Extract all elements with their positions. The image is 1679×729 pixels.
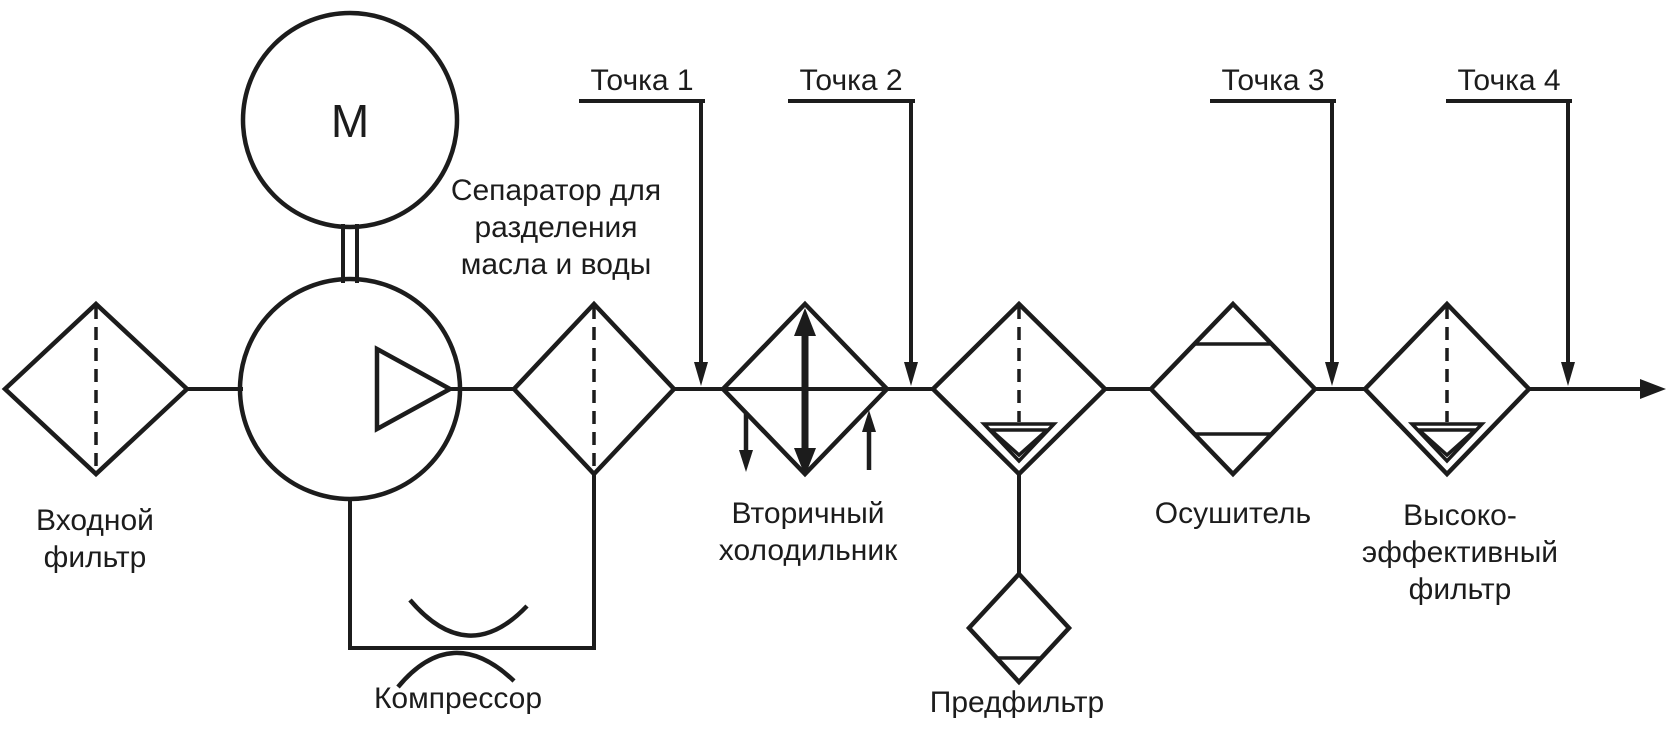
dryer-label: Осушитель <box>1155 497 1311 530</box>
hepa-funnel-outer <box>1407 422 1487 464</box>
prefilter: Предфильтр <box>930 300 1109 719</box>
separator-label: масла и воды <box>461 248 652 281</box>
cooling-flow-arrow-up-icon <box>794 308 816 336</box>
compressor-bypass-line <box>348 472 596 650</box>
main-flow-line <box>185 379 1666 399</box>
water-in-arrow-icon <box>862 410 876 432</box>
hepa-filter-label: Высоко- <box>1403 499 1517 532</box>
prefilter-label: Предфильтр <box>930 686 1104 719</box>
inlet-filter-diamond <box>1 300 191 478</box>
cooling-flow-arrow-down-icon <box>794 448 816 476</box>
hepa-filter-label: фильтр <box>1409 573 1512 606</box>
motor: М <box>240 10 460 283</box>
sampling-point-3: Точка 3 <box>1210 64 1339 386</box>
sampling-point-3-label: Точка 3 <box>1221 64 1324 97</box>
sampling-point-1-arrow-icon <box>694 362 708 386</box>
high-efficiency-filter: Высоко- эффективный фильтр <box>1361 300 1558 606</box>
dryer-diamond <box>1147 300 1319 478</box>
compressor: Компрессор <box>237 276 596 715</box>
compressor-circle <box>237 276 463 502</box>
aftercooler-label: холодильник <box>719 534 898 567</box>
sampling-point-3-arrow-icon <box>1325 362 1339 386</box>
sampling-point-1-label: Точка 1 <box>590 64 693 97</box>
hepa-funnel-inner <box>1414 428 1480 458</box>
inlet-filter-label: Входной <box>36 504 154 537</box>
venturi-upper-arc <box>408 598 529 638</box>
sampling-point-4-arrow-icon <box>1561 362 1575 386</box>
compressor-label: Компрессор <box>374 682 542 715</box>
aftercooler-label: Вторичный <box>731 497 884 530</box>
outlet-arrow-icon <box>1640 379 1666 399</box>
sampling-point-2-label: Точка 2 <box>799 64 902 97</box>
separator-label: разделения <box>474 211 637 244</box>
oil-water-separator: Сепаратор для разделения масла и воды <box>451 174 678 478</box>
compressor-triangle-icon <box>374 345 455 433</box>
hepa-filter-diamond <box>1361 300 1533 478</box>
sampling-point-2: Точка 2 <box>788 64 918 386</box>
separator-label: Сепаратор для <box>451 174 661 207</box>
motor-circle <box>240 10 460 230</box>
sampling-point-4: Точка 4 <box>1446 64 1575 386</box>
inlet-filter-label: фильтр <box>44 541 147 574</box>
dryer: Осушитель <box>1147 300 1319 530</box>
sampling-point-4-label: Точка 4 <box>1457 64 1560 97</box>
sampling-point-2-arrow-icon <box>904 362 918 386</box>
water-out-arrow-icon <box>739 450 753 472</box>
prefilter-funnel-outer <box>979 422 1059 464</box>
inlet-filter: Входной фильтр <box>1 300 191 574</box>
motor-label: М <box>331 95 369 147</box>
sampling-point-1: Точка 1 <box>579 64 708 386</box>
aftercooler: Вторичный холодильник <box>719 300 898 567</box>
hepa-filter-label: эффективный <box>1362 536 1558 569</box>
venturi-lower-arc <box>396 650 516 689</box>
prefilter-funnel-inner <box>986 428 1052 458</box>
separator-diamond <box>510 300 678 478</box>
drain-trap-diamond <box>965 570 1073 686</box>
